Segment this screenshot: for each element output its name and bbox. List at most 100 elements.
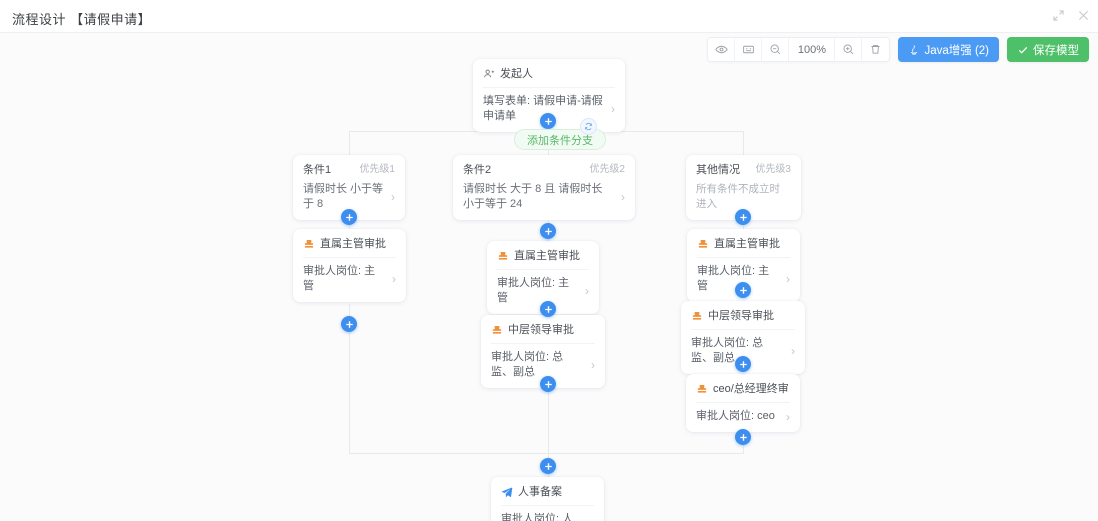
add-node-button[interactable]	[540, 113, 556, 129]
connector-line	[743, 131, 744, 155]
approval-b3-1-body[interactable]: 审批人岗位: 主管 ›	[697, 257, 790, 294]
approval-b3-1-header: 直属主管审批	[697, 237, 790, 251]
connector-line	[349, 304, 350, 454]
condition-2-priority: 优先级2	[589, 164, 625, 175]
condition-2-expression: 请假时长 大于 8 且 请假时长 小于等于 24	[463, 183, 603, 210]
save-model-button[interactable]: 保存模型	[1007, 37, 1089, 62]
end-node-role: 审批人岗位: 人事	[501, 513, 574, 521]
condition-1-body[interactable]: 请假时长 小于等于 8 ›	[303, 182, 395, 212]
approval-b2-2-role: 审批人岗位: 总监、副总	[491, 351, 564, 378]
approval-b2-1-role: 审批人岗位: 主管	[497, 277, 570, 304]
flow-canvas[interactable]: 100% Java增强 (2)	[0, 33, 1098, 521]
condition-3-expression: 所有条件不成立时进入	[696, 183, 780, 210]
approval-b3-2-role: 审批人岗位: 总监、副总	[691, 337, 764, 364]
condition-1-priority: 优先级1	[359, 164, 395, 175]
approval-b2-2-title: 中层领导审批	[508, 324, 574, 336]
chevron-right-icon: ›	[621, 190, 625, 204]
condition-1-header: 条件1 优先级1	[303, 163, 395, 177]
chevron-right-icon: ›	[786, 409, 790, 424]
window-header: 流程设计 【请假申请】	[0, 0, 1098, 33]
start-node-form: 填写表单: 请假申请-请假申请单	[483, 95, 603, 122]
approval-b3-1-role: 审批人岗位: 主管	[697, 265, 770, 292]
start-node-body[interactable]: 填写表单: 请假申请-请假申请单 ›	[483, 87, 615, 124]
add-node-button[interactable]	[735, 429, 751, 445]
connector-line	[349, 131, 350, 155]
tool-group: 100%	[707, 37, 891, 62]
stamp-icon	[697, 238, 709, 250]
approval-card-b3-2[interactable]: 中层领导审批 审批人岗位: 总监、副总 ›	[681, 301, 805, 374]
add-node-button[interactable]	[341, 209, 357, 225]
condition-2-header: 条件2 优先级2	[463, 163, 625, 177]
approval-card-b1-1[interactable]: 直属主管审批 审批人岗位: 主管 ›	[293, 229, 406, 302]
zoom-in-icon[interactable]	[835, 38, 863, 61]
approval-b3-2-header: 中层领导审批	[691, 309, 795, 323]
chevron-right-icon: ›	[786, 272, 790, 286]
connector-line	[548, 367, 549, 454]
approval-card-b3-3[interactable]: ceo/总经理终审 审批人岗位: ceo ›	[686, 374, 800, 432]
chevron-right-icon: ›	[791, 344, 795, 358]
close-icon[interactable]	[1076, 8, 1090, 22]
connector-line	[548, 453, 549, 497]
preview-eye-icon[interactable]	[708, 38, 736, 61]
approval-b2-2-body[interactable]: 审批人岗位: 总监、副总 ›	[491, 343, 595, 380]
approval-b3-3-title: ceo/总经理终审	[713, 383, 789, 395]
java-enhance-button[interactable]: Java增强 (2)	[898, 37, 999, 62]
chevron-right-icon: ›	[391, 190, 395, 204]
condition-2-title: 条件2	[463, 164, 492, 176]
page-title: 流程设计 【请假申请】	[12, 12, 152, 27]
chevron-right-icon: ›	[591, 358, 595, 372]
branch-bus-bottom	[349, 453, 743, 454]
start-node-header: 发起人	[483, 67, 615, 81]
add-node-button[interactable]	[341, 316, 357, 332]
approval-b2-2-header: 中层领导审批	[491, 323, 595, 337]
start-node-title: 发起人	[500, 68, 533, 80]
zoom-out-icon[interactable]	[762, 38, 790, 61]
add-node-button[interactable]	[540, 376, 556, 392]
end-node-card[interactable]: 人事备案 审批人岗位: 人事 ›	[491, 477, 604, 521]
end-node-body[interactable]: 审批人岗位: 人事 ›	[501, 505, 594, 521]
condition-3-title: 其他情况	[696, 164, 740, 176]
add-node-button[interactable]	[540, 458, 556, 474]
add-node-button[interactable]	[735, 209, 751, 225]
add-node-button[interactable]	[735, 282, 751, 298]
chevron-right-icon: ›	[611, 102, 615, 116]
approval-b1-1-header: 直属主管审批	[303, 237, 396, 251]
stamp-icon	[691, 310, 703, 322]
approval-b1-1-title: 直属主管审批	[320, 238, 386, 250]
approval-b3-3-header: ceo/总经理终审	[696, 382, 790, 396]
add-condition-branch-button[interactable]: 添加条件分支	[514, 129, 606, 150]
add-node-button[interactable]	[735, 356, 751, 372]
java-icon	[908, 44, 920, 56]
approval-b1-1-body[interactable]: 审批人岗位: 主管 ›	[303, 257, 396, 294]
check-icon	[1017, 44, 1029, 56]
approval-b2-1-body[interactable]: 审批人岗位: 主管 ›	[497, 269, 589, 306]
sync-icon[interactable]	[580, 118, 597, 135]
add-node-button[interactable]	[540, 223, 556, 239]
condition-3-body: 所有条件不成立时进入	[696, 182, 791, 212]
stamp-icon	[491, 324, 503, 336]
approval-card-b2-1[interactable]: 直属主管审批 审批人岗位: 主管 ›	[487, 241, 599, 314]
delete-icon[interactable]	[862, 38, 890, 61]
expand-icon[interactable]	[1051, 8, 1065, 22]
condition-card-2[interactable]: 条件2 优先级2 请假时长 大于 8 且 请假时长 小于等于 24 ›	[453, 155, 635, 220]
window-controls	[1051, 8, 1090, 22]
approval-b3-3-role: 审批人岗位: ceo	[696, 410, 775, 422]
condition-3-header: 其他情况 优先级3	[696, 163, 791, 177]
end-node-header: 人事备案	[501, 485, 594, 499]
approval-card-b2-2[interactable]: 中层领导审批 审批人岗位: 总监、副总 ›	[481, 315, 605, 388]
fit-screen-icon[interactable]	[735, 38, 763, 61]
stamp-icon	[303, 238, 315, 250]
canvas-toolbar: 100% Java增强 (2)	[707, 37, 1089, 62]
chevron-right-icon: ›	[392, 272, 396, 286]
approval-b3-3-body[interactable]: 审批人岗位: ceo ›	[696, 402, 790, 424]
approval-b3-2-body[interactable]: 审批人岗位: 总监、副总 ›	[691, 329, 795, 366]
add-node-button[interactable]	[540, 301, 556, 317]
approval-b2-1-header: 直属主管审批	[497, 249, 589, 263]
add-condition-branch-label: 添加条件分支	[527, 134, 593, 147]
condition-card-3[interactable]: 其他情况 优先级3 所有条件不成立时进入	[686, 155, 801, 220]
condition-3-priority: 优先级3	[755, 164, 791, 175]
zoom-level: 100%	[789, 38, 836, 61]
send-icon	[501, 486, 513, 498]
approval-b3-2-title: 中层领导审批	[708, 310, 774, 322]
condition-2-body[interactable]: 请假时长 大于 8 且 请假时长 小于等于 24 ›	[463, 182, 625, 212]
